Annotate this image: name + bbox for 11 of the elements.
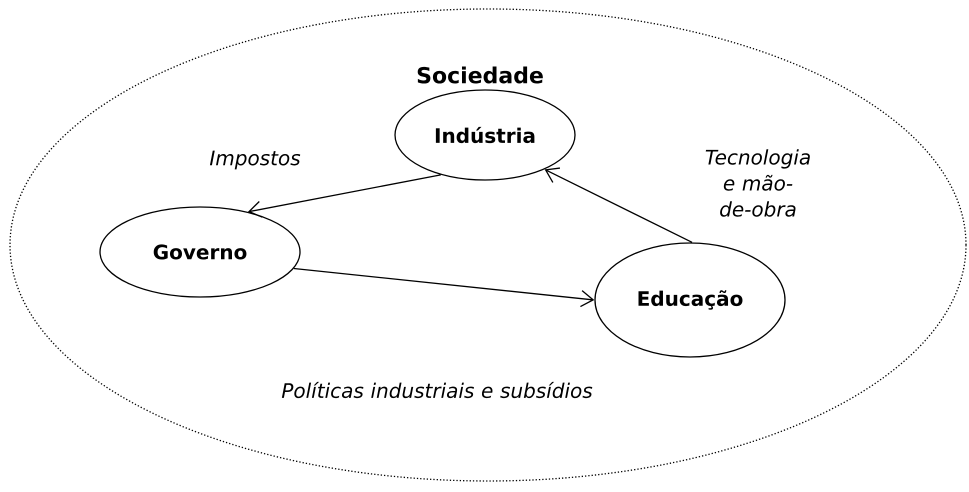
arrow	[294, 268, 594, 308]
edge-label: Políticas industriais e subsídios	[282, 382, 592, 398]
heading: Sociedade	[418, 66, 543, 84]
ellipse-node: Indústria	[394, 89, 576, 181]
ellipse-node: Educação	[594, 242, 786, 358]
ellipse-node: Governo	[99, 206, 301, 298]
arrow	[248, 174, 441, 218]
edge-label: Tecnologia e mão-de-obra	[706, 149, 810, 217]
edge-label: Impostos	[210, 150, 300, 170]
arrow	[544, 167, 692, 243]
dotted-ellipse	[9, 8, 967, 482]
